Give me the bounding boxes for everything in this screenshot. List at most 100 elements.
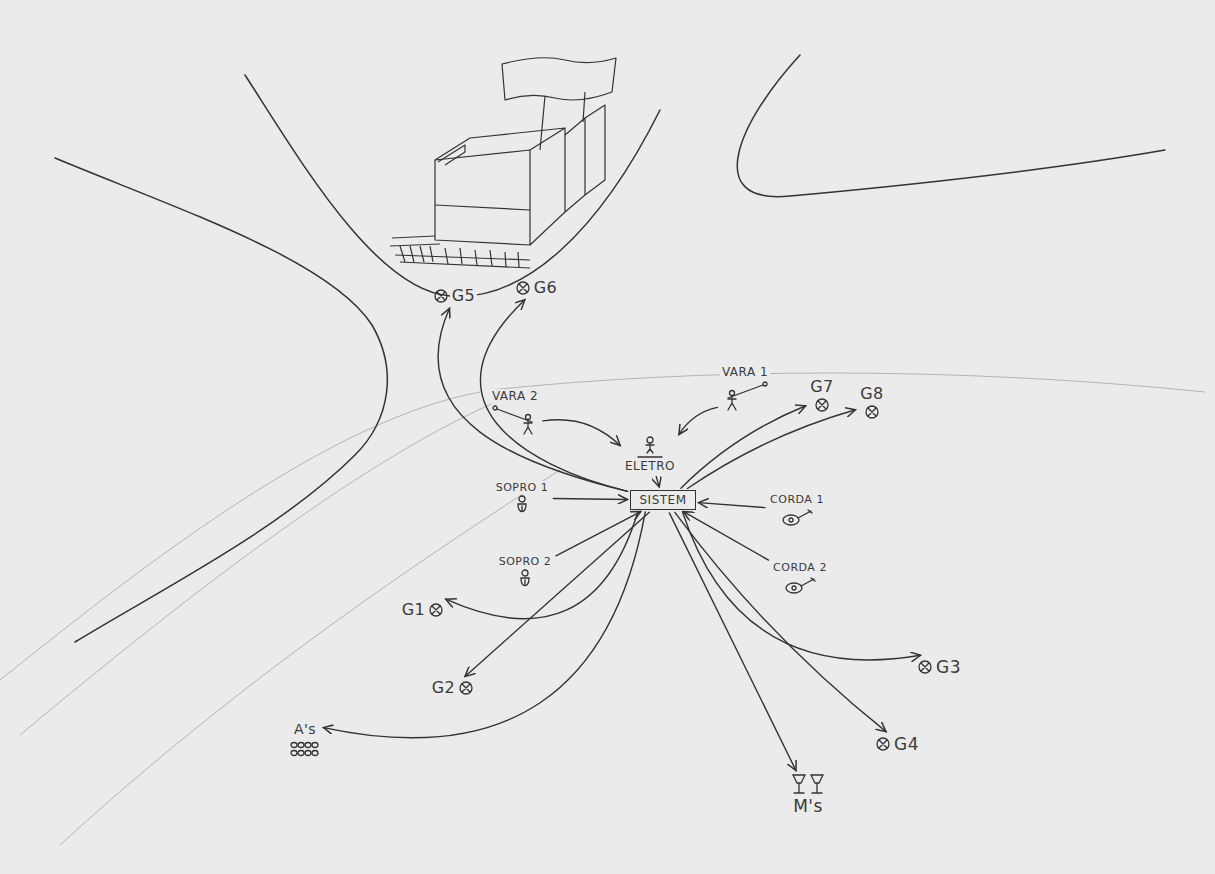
equipment-node: SOPRO 2	[497, 555, 554, 589]
audience-icon	[289, 739, 321, 759]
sopro-icon	[515, 495, 529, 515]
node-label: G2	[430, 678, 458, 697]
varar-icon	[722, 381, 768, 411]
equipment-node: CORDA 2	[771, 561, 829, 595]
faint-line	[0, 392, 480, 680]
node-label: G4	[892, 734, 921, 754]
equipment-node: G1	[400, 600, 445, 619]
speaker-icon	[917, 659, 933, 675]
node-label: VARA 2	[490, 389, 540, 403]
icon-drawing	[875, 736, 891, 752]
node-label: CORDA 1	[768, 493, 826, 506]
equipment-node: G7	[808, 377, 836, 413]
icon-drawing	[433, 288, 449, 304]
valley-curve	[245, 75, 660, 296]
signal-arrow	[669, 513, 796, 771]
railing	[400, 246, 519, 267]
equipment-node: M's	[791, 773, 825, 816]
signal-arrow	[543, 420, 620, 446]
signal-arrow	[656, 477, 659, 487]
icon-drawing	[781, 507, 813, 527]
signal-arrow	[675, 512, 886, 731]
equipment-node: VARA 1	[720, 365, 770, 410]
node-label: SISTEM	[637, 493, 688, 507]
node-label: VARA 1	[720, 365, 770, 379]
signal-arrow	[684, 512, 769, 560]
equipment-node: CORDA 1	[768, 493, 826, 527]
node-label: G3	[934, 657, 963, 677]
awning	[502, 58, 616, 100]
building-sketch	[390, 58, 616, 268]
node-label: G6	[532, 278, 560, 297]
building-line	[435, 205, 530, 210]
signal-arrow	[556, 512, 641, 556]
equipment-node: VARA 2	[490, 389, 540, 434]
icon-drawing	[518, 569, 532, 589]
awning-post	[540, 92, 585, 150]
building-roof-detail	[438, 145, 465, 165]
signal-arrow	[465, 512, 649, 676]
equipment-node: G8	[858, 384, 886, 420]
steps	[390, 236, 530, 268]
equipment-node: G2	[430, 678, 475, 697]
node-label: M's	[791, 796, 825, 816]
faint-lines	[0, 373, 1205, 845]
icon-drawing	[635, 436, 665, 458]
signal-arrow	[446, 511, 638, 618]
speaker-icon	[875, 736, 891, 752]
equipment-node: G5	[433, 286, 478, 305]
equipment-node: G6	[515, 278, 560, 297]
equipment-node: G4	[875, 734, 921, 754]
equipment-node: ELETRO	[623, 436, 677, 473]
varal-icon	[492, 405, 538, 435]
building-annex	[585, 105, 605, 195]
icon-drawing	[428, 602, 444, 618]
icon-drawing	[917, 659, 933, 675]
eletro-icon	[635, 436, 665, 458]
signal-arrow	[699, 503, 766, 508]
system-box: SISTEM	[630, 490, 695, 510]
guitar-icon	[784, 575, 816, 595]
icon-drawing	[864, 404, 880, 420]
guitar-icon	[781, 507, 813, 527]
icon-drawing	[814, 397, 830, 413]
node-label: G1	[400, 600, 428, 619]
signal-arrow	[681, 406, 806, 488]
speaker-icon	[428, 602, 444, 618]
faint-line	[60, 470, 560, 845]
node-label: ELETRO	[623, 459, 677, 473]
signal-arrow	[682, 512, 920, 660]
signal-arrow	[323, 512, 645, 738]
node-label: A's	[292, 721, 318, 738]
icon-drawing	[515, 280, 531, 296]
faint-line	[490, 373, 1205, 392]
signal-arrow	[480, 300, 627, 492]
faint-line	[20, 398, 505, 735]
node-label: SOPRO 1	[494, 481, 551, 494]
equipment-node: SOPRO 1	[494, 481, 551, 515]
terrain-curve	[55, 158, 387, 642]
node-label: G8	[858, 384, 886, 403]
signal-arrow	[687, 410, 855, 489]
speaker-icon	[864, 404, 880, 420]
sopro-icon	[518, 569, 532, 589]
speaker-icon	[458, 680, 474, 696]
node-label: G7	[808, 377, 836, 396]
equipment-node: G3	[917, 657, 963, 677]
signal-arrow	[679, 407, 717, 434]
icon-drawing	[515, 495, 529, 515]
building-side	[530, 128, 565, 245]
icon-drawing	[492, 405, 538, 435]
terrain-lines	[55, 55, 1165, 642]
speaker-icon	[515, 280, 531, 296]
building-roof	[435, 128, 565, 160]
signal-arrow	[438, 308, 628, 491]
building-face	[435, 150, 530, 245]
node-label: G5	[450, 286, 478, 305]
equipment-node: A's	[289, 721, 321, 759]
monitor-icon	[791, 773, 825, 795]
speaker-icon	[433, 288, 449, 304]
icon-drawing	[289, 739, 321, 759]
